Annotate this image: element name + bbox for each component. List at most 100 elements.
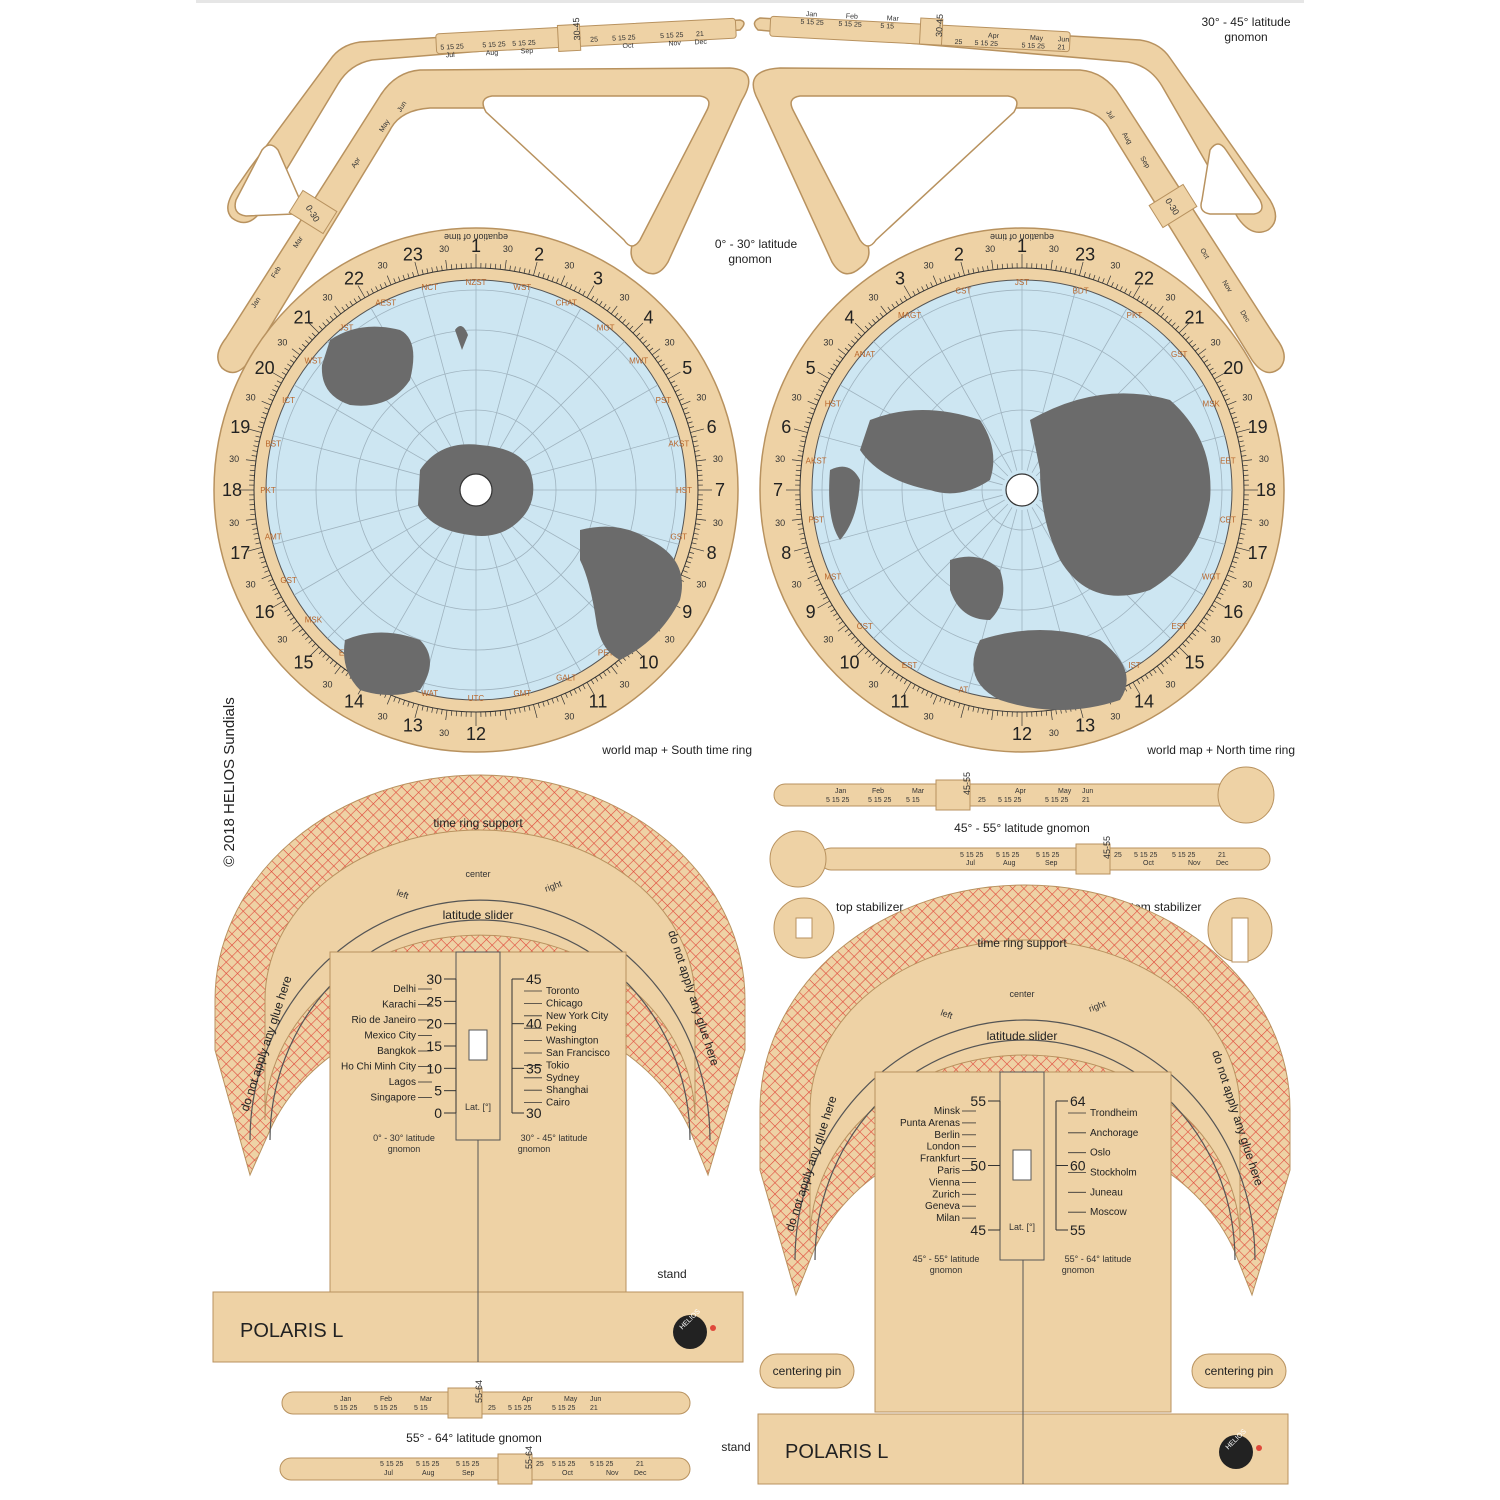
- ring-tick: [1119, 286, 1123, 292]
- ring-tick: [603, 303, 607, 309]
- timezone-label: WST: [513, 283, 531, 292]
- ring-tick: [872, 656, 876, 661]
- svg-text:21: 21: [636, 1461, 644, 1468]
- ring-tick: [1185, 336, 1190, 341]
- ring-tick: [1220, 389, 1226, 393]
- svg-text:5 15 25: 5 15 25: [612, 34, 636, 42]
- ring-tick: [864, 325, 869, 330]
- svg-text:25: 25: [488, 1405, 496, 1412]
- timezone-label: PKT: [1127, 311, 1143, 320]
- hour-label: 1: [1017, 236, 1027, 256]
- hour-label: 17: [230, 543, 250, 563]
- ring-tick: [292, 620, 298, 625]
- ring-tick: [398, 276, 401, 282]
- scale-value: 30: [426, 971, 442, 987]
- svg-text:5 15 25: 5 15 25: [552, 1405, 575, 1412]
- equation-of-time-label: equation of time: [444, 232, 508, 242]
- ring-tick: [379, 284, 383, 289]
- city-label: Washington: [546, 1036, 598, 1047]
- ring-tick: [393, 278, 396, 284]
- ring-tick: [514, 266, 516, 272]
- ring-tick: [251, 523, 257, 525]
- ring-tick: [1223, 393, 1228, 397]
- timezone-label: BDT: [1073, 286, 1089, 295]
- scale-value: 55: [970, 1093, 986, 1109]
- half-hour-label: 30: [277, 635, 287, 645]
- ring-tick: [930, 282, 933, 287]
- timezone-label: HST: [825, 400, 841, 409]
- timezone-label: AKST: [668, 440, 689, 449]
- ring-tick: [692, 537, 698, 540]
- ring-tick: [663, 367, 668, 372]
- city-label: Anchorage: [1090, 1128, 1139, 1139]
- half-hour-label: 30: [775, 454, 785, 464]
- ring-tick: [987, 709, 989, 715]
- ring-tick: [982, 708, 984, 714]
- svg-text:Nov: Nov: [606, 1470, 619, 1477]
- ring-tick: [253, 445, 259, 448]
- meridian-line: [839, 499, 1005, 596]
- city-label: Bangkok: [377, 1046, 417, 1057]
- stand-right: [757, 884, 1291, 1485]
- ring-tick: [247, 428, 262, 433]
- ring-tick: [1083, 271, 1086, 277]
- half-hour-label: 30: [823, 337, 833, 347]
- ring-tick: [264, 570, 270, 573]
- north-ring-caption: world map + North time ring: [1146, 743, 1295, 757]
- scale-value: 10: [426, 1060, 442, 1076]
- svg-text:5 15 25: 5 15 25: [1172, 852, 1195, 859]
- ring-tick: [1106, 275, 1112, 286]
- svg-text:21: 21: [696, 31, 704, 38]
- svg-text:5 15 25: 5 15 25: [1021, 42, 1045, 50]
- ring-tick: [1152, 306, 1157, 312]
- ring-tick: [691, 542, 697, 545]
- svg-text:45-55: 45-55: [962, 772, 972, 795]
- ring-tick: [421, 269, 424, 275]
- timezone-label: MWT: [629, 356, 648, 365]
- city-label: Lagos: [389, 1077, 416, 1088]
- half-hour-label: 30: [665, 337, 675, 347]
- timezone-label: AKST: [806, 456, 827, 465]
- ring-tick: [622, 319, 626, 324]
- ring-tick: [318, 325, 323, 330]
- svg-text:Jan: Jan: [250, 296, 262, 309]
- ring-tick: [384, 282, 387, 287]
- ring-tick: [272, 389, 278, 393]
- ring-tick: [960, 261, 965, 276]
- hour-label: 5: [806, 358, 816, 378]
- svg-text:5 15 25: 5 15 25: [660, 32, 684, 40]
- stand-right-gnomon-right-2: gnomon: [1062, 1265, 1095, 1275]
- ring-tick: [680, 400, 691, 406]
- ring-tick: [1069, 268, 1072, 274]
- timezone-label: PST: [808, 516, 824, 525]
- svg-text:5 15 25: 5 15 25: [1036, 852, 1059, 859]
- ring-tick: [255, 435, 261, 438]
- city-label: New York City: [546, 1011, 608, 1022]
- ring-tick: [820, 384, 826, 388]
- ring-tick: [268, 398, 273, 401]
- stand-left-gnomon-right: 30° - 45° latitude: [521, 1133, 588, 1143]
- ring-tick: [259, 421, 265, 424]
- svg-text:May: May: [1030, 35, 1044, 43]
- ring-tick: [260, 561, 266, 564]
- ring-tick: [569, 691, 573, 696]
- svg-text:5 15 25: 5 15 25: [868, 797, 891, 804]
- ring-tick: [916, 686, 920, 692]
- ring-tick: [837, 624, 847, 632]
- ring-tick: [537, 271, 540, 277]
- ring-tick: [1218, 592, 1224, 596]
- ring-tick: [573, 286, 577, 292]
- stand-right-center: center: [1009, 989, 1034, 999]
- stand-right-gnomon-left-2: gnomon: [930, 1265, 963, 1275]
- ring-tick: [690, 547, 705, 552]
- hour-label: 7: [715, 480, 725, 500]
- meridian-line: [873, 503, 1009, 639]
- ring-tick: [679, 398, 684, 401]
- ring-tick: [1097, 276, 1100, 282]
- ring-tick: [696, 464, 702, 467]
- ring-tick: [921, 286, 925, 292]
- ring-tick: [569, 284, 573, 289]
- timezone-label: AMT: [265, 532, 282, 541]
- timezone-label: AEST: [375, 299, 396, 308]
